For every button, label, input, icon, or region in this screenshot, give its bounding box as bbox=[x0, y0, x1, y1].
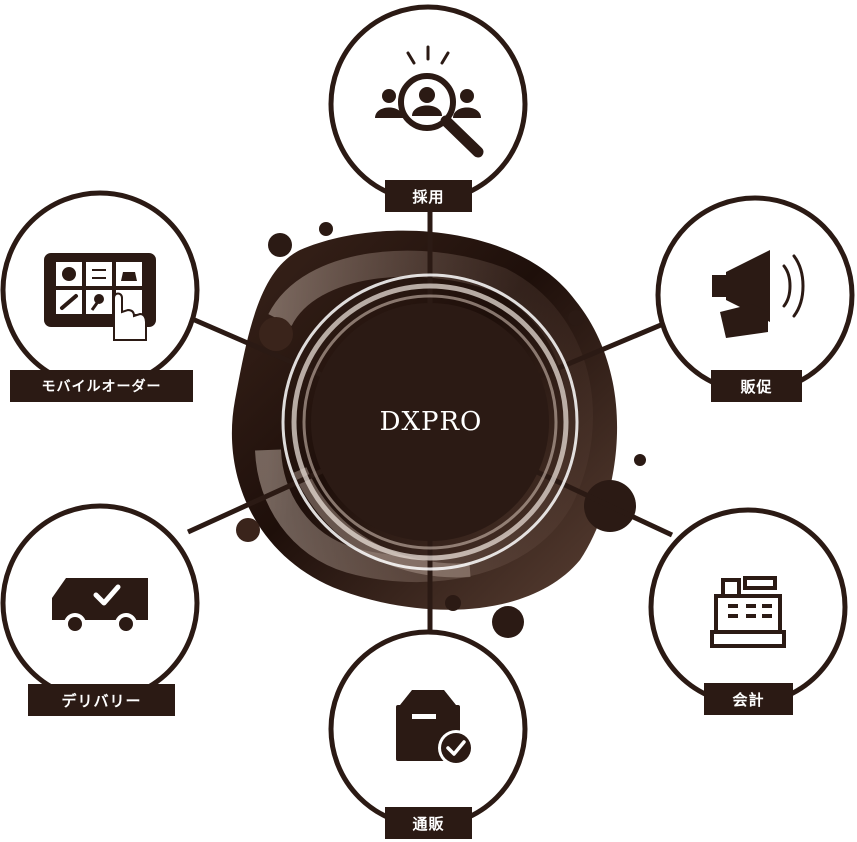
node-ecommerce[interactable] bbox=[328, 629, 528, 829]
inner-ring bbox=[302, 294, 558, 550]
center-disc bbox=[311, 303, 549, 541]
tablet-order-icon bbox=[44, 253, 156, 341]
mid-ring bbox=[291, 283, 569, 561]
bubble bbox=[319, 222, 333, 236]
bubble bbox=[259, 317, 293, 351]
node-mobile-order[interactable] bbox=[0, 190, 200, 390]
megaphone-icon bbox=[712, 250, 805, 338]
bubble bbox=[236, 518, 260, 542]
center-title: DXPRO bbox=[379, 407, 483, 437]
label-promo[interactable]: 販促 bbox=[711, 370, 802, 402]
package-check-icon bbox=[396, 690, 474, 766]
bubble bbox=[492, 606, 524, 638]
bubble bbox=[568, 310, 584, 326]
node-promo[interactable] bbox=[655, 195, 855, 395]
recruit-search-icon bbox=[375, 45, 484, 158]
cash-register-icon bbox=[710, 576, 786, 648]
bubble bbox=[445, 595, 461, 611]
label-mobile-order[interactable]: モバイルオーダー bbox=[10, 370, 193, 402]
label-ecommerce[interactable]: 通販 bbox=[385, 807, 472, 839]
bubble bbox=[634, 454, 646, 466]
label-recruit[interactable]: 採用 bbox=[385, 180, 472, 212]
center-hub bbox=[281, 273, 579, 571]
label-delivery[interactable]: デリバリー bbox=[28, 684, 175, 716]
node-accounting[interactable] bbox=[648, 507, 848, 707]
bubble bbox=[268, 233, 292, 257]
node-recruit[interactable] bbox=[328, 4, 528, 204]
node-delivery[interactable] bbox=[0, 503, 200, 703]
outer-ring bbox=[281, 273, 579, 571]
label-accounting[interactable]: 会計 bbox=[704, 683, 793, 715]
delivery-truck-icon bbox=[52, 578, 148, 635]
